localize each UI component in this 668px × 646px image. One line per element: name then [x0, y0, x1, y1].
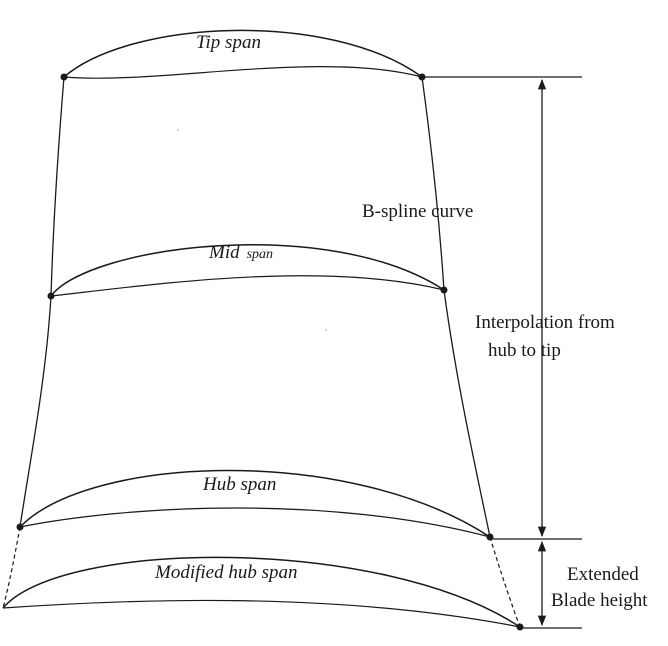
hub-span-label: Hub span — [202, 474, 276, 495]
mid-span-airfoil — [47, 244, 448, 300]
tip-leading-edge-point — [60, 73, 68, 81]
mid-span-label: Mid span — [208, 242, 273, 263]
extended-label-line2: Blade height — [551, 590, 648, 611]
tip-span-label: Tip span — [196, 32, 261, 53]
mid-span-label-main: Mid — [208, 242, 240, 263]
interpolation-label-line2: hub to tip — [488, 340, 561, 361]
scan-speck — [177, 129, 179, 131]
b-spline-edges — [2, 76, 521, 628]
tip-span-airfoil — [60, 29, 426, 81]
b-spline-curve-label: B-spline curve — [362, 201, 473, 222]
mid-span-label-sub: span — [247, 247, 273, 262]
scan-speck — [325, 329, 327, 331]
reference-lines — [422, 76, 582, 629]
modified-hub-span-label: Modified hub span — [154, 562, 298, 583]
extended-label-line1: Extended — [567, 564, 639, 585]
interpolation-label-line1: Interpolation from — [475, 312, 615, 333]
